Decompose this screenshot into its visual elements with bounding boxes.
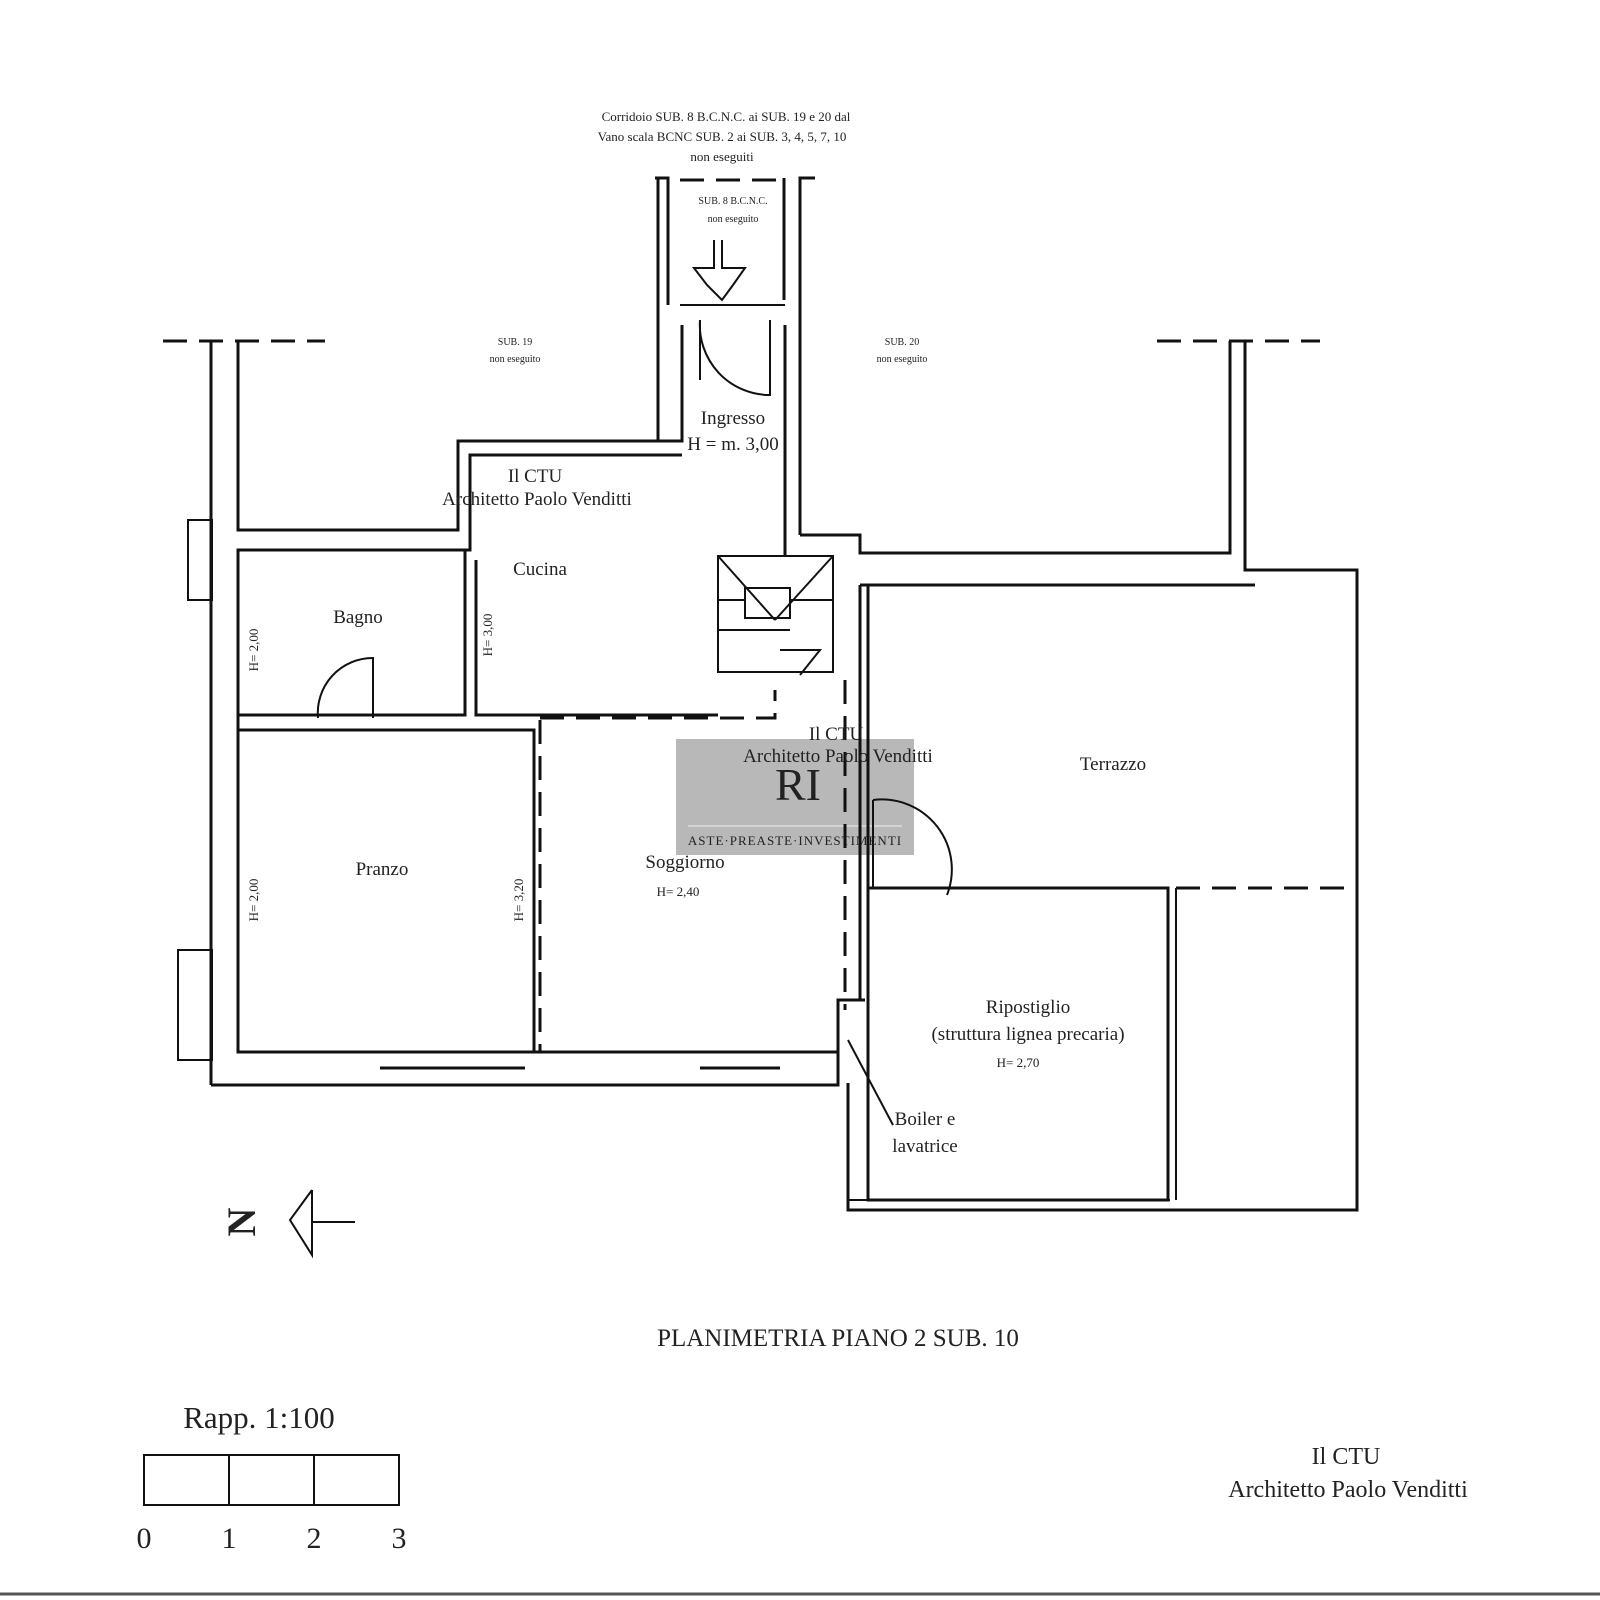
header-note-line2: Vano scala BCNC SUB. 2 ai SUB. 3, 4, 5, …: [598, 129, 847, 144]
watermark-text: ASTE·PREASTE·INVESTIMENTI: [688, 833, 902, 848]
north-label: N: [219, 1207, 264, 1236]
walls: [177, 325, 1359, 1212]
entry-arrow-icon: [691, 240, 747, 302]
scale-tick-2: 2: [307, 1522, 322, 1555]
room-ingresso-height: H = m. 3,00: [687, 434, 778, 455]
room-soggiorno-name: Soggiorno: [645, 852, 724, 873]
boiler-label-line2: lavatrice: [892, 1136, 957, 1157]
signature-name-plan: Architetto Paolo Venditti: [442, 489, 632, 510]
scale-tick-3: 3: [392, 1522, 407, 1555]
room-ingresso-name: Ingresso: [701, 408, 765, 429]
scale-bar: [143, 1454, 400, 1506]
signature-title-center: Il CTU: [809, 724, 864, 745]
corridor-note: non eseguito: [708, 214, 759, 225]
plan-title: PLANIMETRIA PIANO 2 SUB. 10: [657, 1325, 1019, 1352]
room-cucina-name: Cucina: [513, 559, 567, 580]
watermark: RI ASTE·PREASTE·INVESTIMENTI: [676, 739, 914, 855]
sub20-label: SUB. 20: [885, 337, 919, 348]
room-bagno-name: Bagno: [333, 607, 383, 628]
north-arrow-icon: N: [219, 1189, 355, 1259]
signature-name-center: Architetto Paolo Venditti: [743, 746, 933, 767]
header-note-line1: Corridoio SUB. 8 B.C.N.C. ai SUB. 19 e 2…: [602, 109, 851, 124]
room-ripostiglio-note: (struttura lignea precaria): [931, 1024, 1124, 1045]
watermark-logo: RI: [775, 759, 821, 810]
signature-name-footer: Architetto Paolo Venditti: [1228, 1477, 1468, 1503]
room-cucina-height: H= 3,00: [480, 614, 495, 657]
signature-title-footer: Il CTU: [1312, 1444, 1381, 1470]
room-terrazzo-name: Terrazzo: [1080, 754, 1146, 775]
scale-label: Rapp. 1:100: [183, 1400, 335, 1435]
room-pranzo-name: Pranzo: [356, 859, 409, 880]
boiler-label-line1: Boiler e: [895, 1109, 956, 1130]
room-pranzo-height: H= 2,00: [246, 879, 261, 922]
room-pranzo-height2: H= 3,20: [511, 879, 526, 922]
staircase: [717, 555, 834, 676]
corridor-walls: [655, 176, 815, 535]
room-soggiorno-height: H= 2,40: [657, 884, 700, 899]
doors: [316, 319, 953, 1126]
signature-title-plan: Il CTU: [508, 466, 563, 487]
scale-tick-0: 0: [137, 1522, 152, 1555]
scale-tick-1: 1: [222, 1522, 237, 1555]
room-ripostiglio-name: Ripostiglio: [986, 997, 1070, 1018]
sub19-note: non eseguito: [490, 354, 541, 365]
sub20-note: non eseguito: [877, 354, 928, 365]
room-bagno-height: H= 2,00: [246, 629, 261, 672]
sub19-label: SUB. 19: [498, 337, 532, 348]
header-note-line3: non eseguiti: [690, 149, 754, 164]
corridor-label: SUB. 8 B.C.N.C.: [698, 196, 767, 207]
room-ripostiglio-height: H= 2,70: [997, 1055, 1040, 1070]
